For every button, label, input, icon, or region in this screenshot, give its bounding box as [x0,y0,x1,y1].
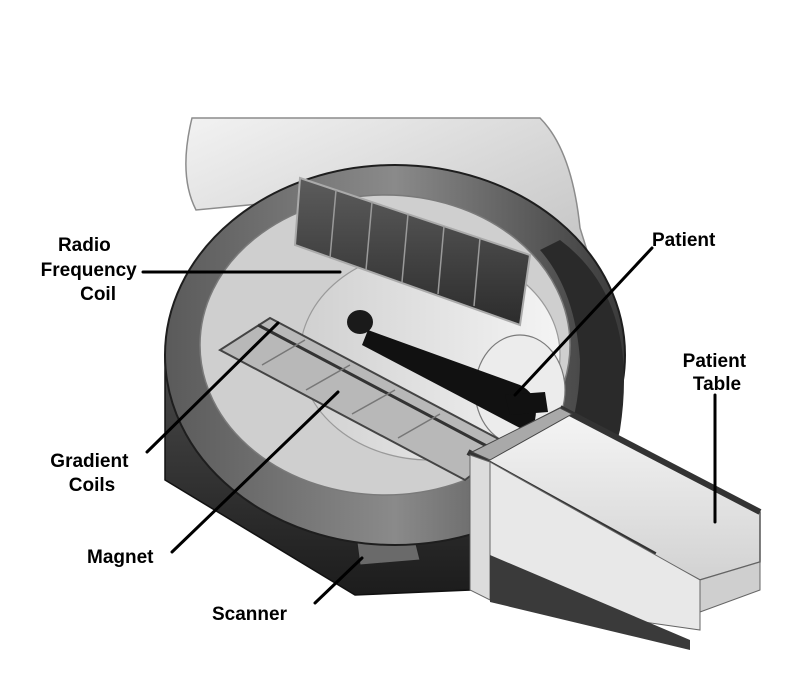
label-radio-frequency-coil: Radio Frequency Coil [41,235,142,305]
label-magnet: Magnet [87,547,154,568]
label-patient-table: Patient Table [683,351,752,395]
mri-machine-illustration [165,118,760,650]
label-patient: Patient [652,230,716,251]
label-scanner: Scanner [212,604,288,625]
label-gradient-coils: Gradient Coils [50,451,133,496]
